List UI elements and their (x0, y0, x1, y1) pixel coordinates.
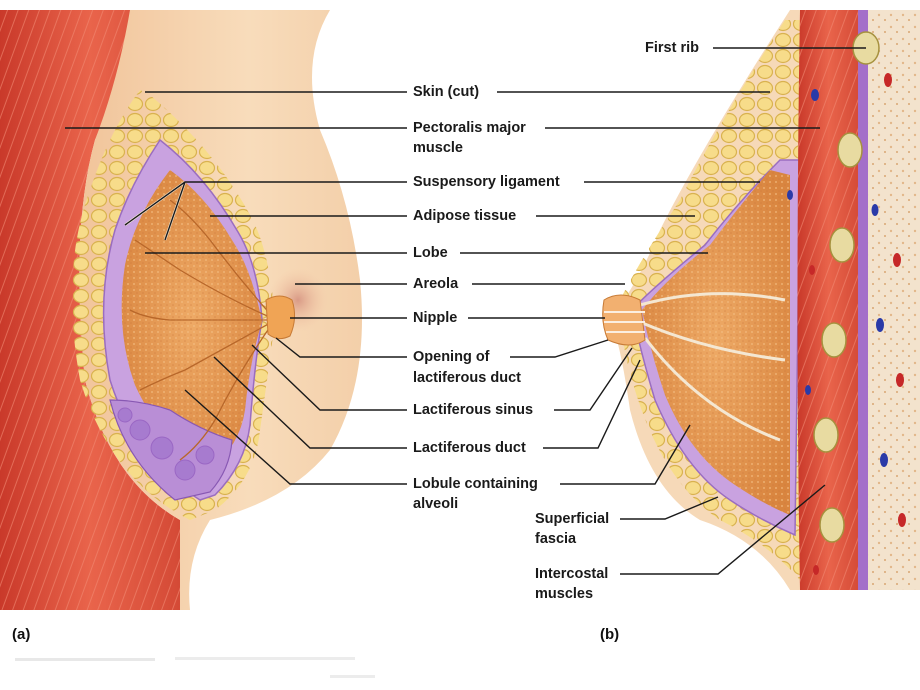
label-intercostal-line2: muscles (535, 586, 594, 602)
label-first-rib: First rib (645, 40, 699, 56)
label-suspensory-ligament: Suspensory ligament (413, 174, 560, 190)
label-pectoralis-major-line2: muscle (413, 140, 463, 156)
label-lactiferous-sinus: Lactiferous sinus (413, 402, 534, 418)
panel-b-illustration (602, 10, 920, 590)
scan-artifact-marks (15, 657, 375, 678)
label-skin-cut: Skin (cut) (413, 84, 480, 100)
label-superficial-fascia-line2: fascia (535, 531, 577, 547)
label-nipple: Nipple (413, 310, 458, 326)
panel-label-a: (a) (12, 626, 31, 643)
label-opening-line1: Opening of (413, 349, 490, 365)
nipple-b (602, 294, 646, 346)
label-areola: Areola (413, 276, 459, 292)
panel-a-illustration (0, 10, 362, 610)
label-pectoralis-major-line1: Pectoralis major (413, 120, 526, 136)
label-adipose-tissue: Adipose tissue (413, 208, 517, 224)
label-opening-line2: lactiferous duct (413, 370, 521, 386)
label-lobule-line2: alveoli (413, 496, 459, 512)
label-superficial-fascia-line1: Superficial (535, 511, 610, 527)
panel-label-b: (b) (600, 626, 620, 643)
label-intercostal-line1: Intercostal (535, 566, 609, 582)
label-lobule-line1: Lobule containing (413, 476, 538, 492)
nipple-a (265, 295, 296, 340)
label-lobe: Lobe (413, 245, 448, 261)
label-lactiferous-duct: Lactiferous duct (413, 440, 526, 456)
leader-lines (65, 47, 866, 575)
